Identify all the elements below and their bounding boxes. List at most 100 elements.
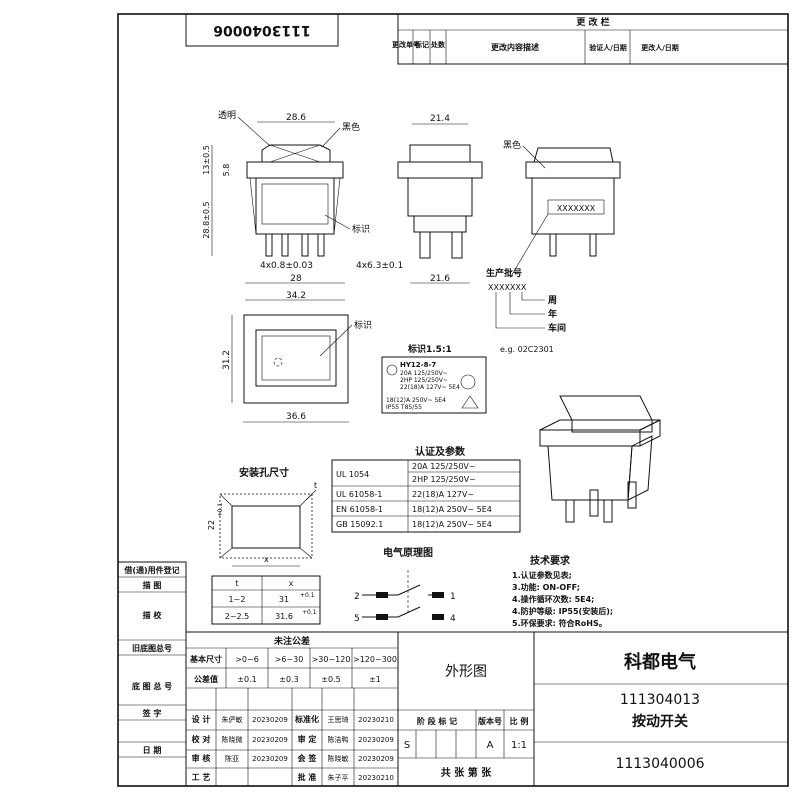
marking-plate: 标识1.5:1 HY12-8-7 20A 125/250V~ 2HP 125/2… [381,343,487,414]
change-table-title: 更 改 栏 [576,16,609,28]
tolerance-row2-label: 公差值 [194,674,218,684]
change-header-count: 处数 [430,40,446,49]
hole-table-header-t: t [235,579,238,588]
mounting-hole: 安装孔尺寸 t x 22 +0.1 t x 1~2 31 +0.1 2~2.5 … [207,466,321,625]
batch-code: XXXXXXX [488,283,527,292]
cert-std-5: GB 15092.1 [336,520,383,529]
dim-top-height: 31.2 [222,350,232,370]
sign-name2-3: 陈晓敏 [328,754,349,763]
tolerance-size-4: >120~300 [353,655,397,664]
label-t: t [314,481,317,490]
left-col-old-base: 旧底图总号 [132,643,172,653]
sign-date2-1: 20230210 [358,716,394,724]
left-col-borrow: 借(通)用件登记 [123,565,179,575]
cert-val-1: 20A 125/250V~ [412,462,476,471]
dim-front-total-width: 34.2 [286,291,306,301]
mounting-hole-title: 安装孔尺寸 [239,466,289,479]
tech-item-1: 1.认证参数见表; [512,570,572,580]
cert-val-3: 22(18)A 127V~ [412,490,474,499]
batch-legend-week: 周 [548,295,557,306]
top-view: 36.6 31.2 标识 [222,314,372,423]
dim-side-top: 21.4 [430,114,450,124]
sign-date2-3: 20230209 [358,755,394,763]
dim-front-body-width: 28 [290,274,302,284]
tech-item-4: 4.防护等级: IP55(安装后); [512,606,613,616]
batch-legend-workshop: 车间 [548,322,566,334]
label-transparent: 透明 [218,110,236,121]
hole-table-t-1: 1~2 [229,595,246,604]
marking-line-2: 2HP 125/250V~ [400,377,448,384]
left-col-base: 底 图 总 号 [131,681,172,691]
version-value: A [487,740,494,751]
sign-role-4: 工 艺 [192,772,211,782]
logo-icon [386,364,398,376]
sign-date2-2: 20230209 [358,736,394,744]
rotated-drawing-number-box: 1113040006 [185,13,339,47]
cert-val-4: 18(12)A 250V~ 5E4 [412,505,492,514]
sign-role2-4: 批 准 [298,772,317,782]
marking-line-1: 20A 125/250V~ [400,370,448,377]
cert-std-3: UL 61058-1 [336,490,382,499]
dim-front-terminal: 4x0.8±0.03 [260,261,313,271]
change-header-changer: 更改人/日期 [641,43,679,52]
tolerance-val-1: ±0.1 [237,675,256,684]
batch-title: 生产批号 [486,267,522,279]
circuit-diagram: 电气原理图 2 1 5 4 [354,546,456,624]
title-block: 未注公差 基本尺寸 >0~6 >6~30 >30~120 >120~300 公差… [185,631,789,787]
pin-4: 4 [450,614,456,624]
drawing-title: 外形图 [445,664,487,680]
warning-icon [461,395,479,409]
change-table: 更 改 栏 更改单号 标记 处数 更改内容描述 验证人/日期 更改人/日期 [392,13,789,65]
version-header: 版本号 [477,716,502,726]
sign-date-3: 20230209 [252,755,288,763]
sign-role-1: 设 计 [192,714,211,724]
batch-legend-year: 年 [548,308,557,320]
cert-table-title: 认证及参数 [415,445,466,458]
dim-front-body-height: 28.8±0.5 [202,201,211,238]
front-view: 28.6 28 34.2 4x0.8±0.03 13±0.5 5.8 28.8±… [202,110,370,301]
change-header-verify: 验证人/日期 [589,43,627,52]
isometric-view [539,395,661,523]
tolerance-size-2: >6~30 [275,655,304,664]
left-col-trace: 描 图 [143,580,162,590]
scale-header: 比 例 [510,716,529,726]
left-column: 借(通)用件登记 描 图 描 校 旧底图总号 底 图 总 号 签 字 日 期 [117,561,187,787]
circuit-title: 电气原理图 [383,546,433,559]
left-col-date: 日 期 [143,745,162,755]
hole-table-header-x: x [289,579,294,588]
dim-front-flange: 5.8 [222,164,231,177]
tolerance-val-3: ±0.5 [321,675,340,684]
right-view-marking: XXXXXXX [557,204,596,213]
label-mark-top: 标识 [354,319,372,331]
left-col-check: 描 校 [143,610,163,620]
sign-role2-2: 审 定 [298,734,317,744]
tech-title: 技术要求 [530,554,571,567]
ce-mark-icon [460,374,476,390]
label-mark-front: 标识 [352,223,370,235]
hole-table-x-2: 31.6 [275,612,293,621]
label-x: x [264,555,269,564]
sign-date-1: 20230209 [252,716,288,724]
marking-line-5: IP55 T85/55 [386,404,422,411]
sign-name-1: 朱俨敏 [222,715,243,724]
cert-val-5: 18(12)A 250V~ 5E4 [412,520,492,529]
sign-role2-3: 会 签 [298,753,318,763]
sign-date2-4: 20230210 [358,774,394,782]
sign-name2-1: 王思琦 [328,716,349,724]
sheet-count: 共 张 第 张 [441,766,492,779]
side-view: 21.4 4x6.3±0.1 21.6 [356,114,483,284]
cert-table: 认证及参数 UL 1054 20A 125/250V~ 2HP 125/250V… [331,445,521,533]
sign-name-3: 陈亚 [225,754,239,763]
stage-value: S [404,740,410,751]
marking-line-3: 22(18)A 127V~ 5E4 [400,384,460,391]
tolerance-row1-label: 基本尺寸 [189,654,222,664]
hole-table-tol-1: +0.1 [300,592,315,599]
sign-name2-4: 朱子平 [328,773,349,782]
title-drawing-number: 1113040006 [615,756,704,772]
change-header-mark: 标记 [414,40,429,49]
sign-role2-1: 标准化 [294,714,319,724]
dim-top-width: 36.6 [286,412,306,422]
change-header-order: 更改单号 [392,40,420,49]
dim-side-terminal: 4x6.3±0.1 [356,261,403,271]
